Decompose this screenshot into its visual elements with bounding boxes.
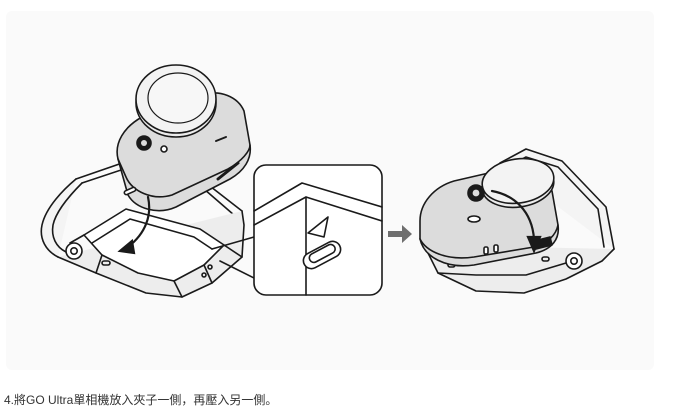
insert-arrow-left-icon bbox=[117, 195, 151, 255]
camera-unit-right-icon bbox=[419, 157, 560, 267]
zoom-detail-icon bbox=[211, 164, 383, 296]
press-arrow-right-icon bbox=[490, 189, 542, 254]
figure-caption: 4.將GO Ultra單相機放入夾子一側，再壓入另一側。 bbox=[4, 393, 278, 407]
clip-frame-left-icon bbox=[40, 160, 245, 298]
installation-illustration bbox=[40, 64, 615, 298]
camera-unit-left-icon bbox=[116, 64, 252, 212]
instruction-figure bbox=[6, 11, 654, 370]
arrow-right-icon bbox=[388, 225, 412, 243]
